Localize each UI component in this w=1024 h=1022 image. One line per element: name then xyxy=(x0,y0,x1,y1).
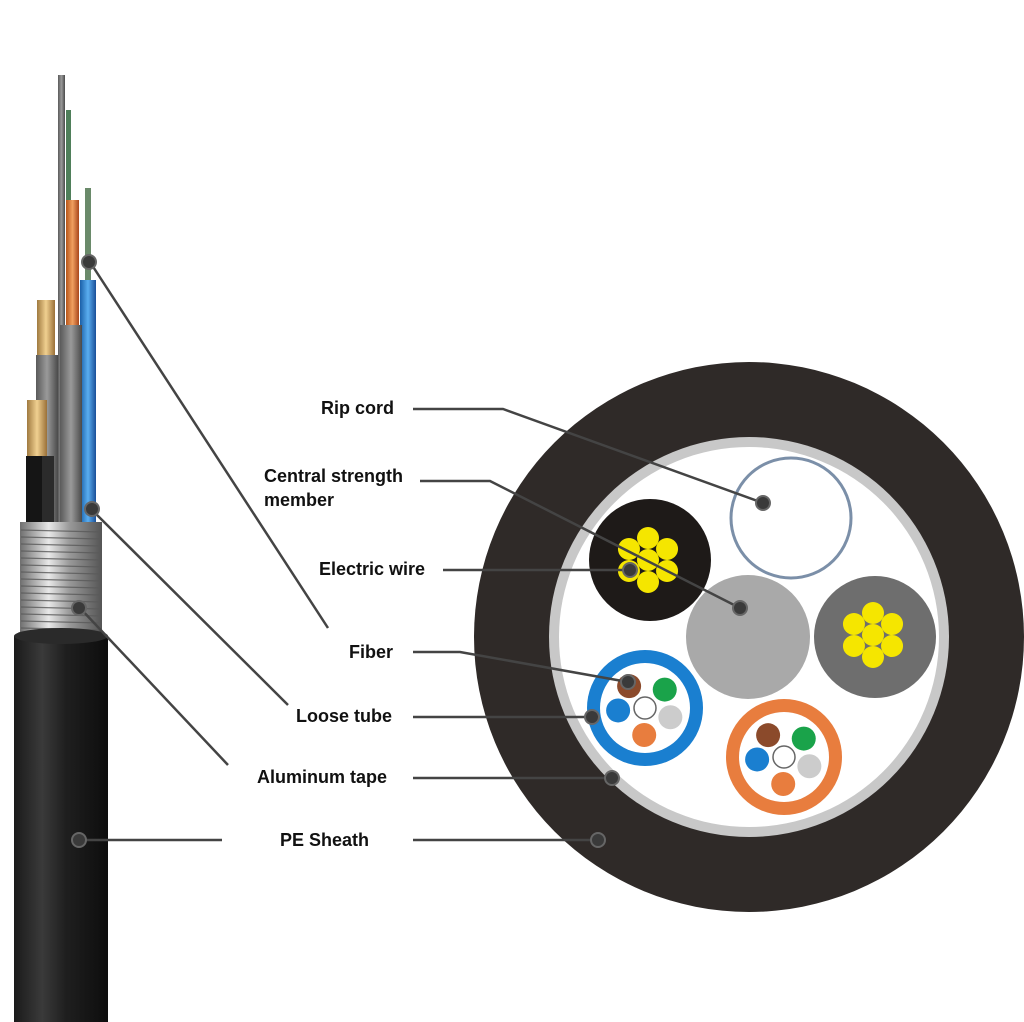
leader-fiber-side xyxy=(88,261,330,629)
cable-side-view xyxy=(14,75,108,1022)
rip-cord xyxy=(729,456,853,580)
fiber-core xyxy=(632,722,657,747)
dot-electric-wire xyxy=(622,562,638,578)
label-rip-cord: Rip cord xyxy=(321,398,395,418)
conductor-strand xyxy=(862,602,884,624)
dot-pe-sheath xyxy=(590,832,606,848)
conductor-strand xyxy=(862,624,884,646)
fiber-core xyxy=(797,754,822,779)
leader-central-strength xyxy=(420,479,741,610)
dot-central-strength xyxy=(732,600,748,616)
fiber-core xyxy=(658,705,683,730)
fiber-core xyxy=(791,726,816,751)
electric-wire-copper-back xyxy=(37,300,55,358)
label-aluminum-tape: Aluminum tape xyxy=(257,767,388,787)
leader-rip-cord xyxy=(413,407,764,505)
conductor-strand xyxy=(637,571,659,593)
label-pe-sheath: PE Sheath xyxy=(280,830,370,850)
label-loose-tube: Loose tube xyxy=(296,706,393,726)
fiber-core-center xyxy=(772,745,796,769)
fiber-core-center xyxy=(633,696,657,720)
label-fiber: Fiber xyxy=(349,642,394,662)
dot-pe-sheath-side xyxy=(71,832,87,848)
pe-sheath-side xyxy=(14,636,108,1022)
fiber-core xyxy=(771,771,796,796)
leader-fiber xyxy=(413,650,629,684)
conductor-strand xyxy=(637,527,659,549)
dot-fiber xyxy=(620,674,636,690)
label-central-strength-line2: member xyxy=(264,490,335,510)
conductor-strand xyxy=(842,635,865,657)
electric-wire-copper-front xyxy=(27,400,47,460)
fiber-core xyxy=(652,677,677,702)
fiber-strand-gray xyxy=(58,75,65,525)
dot-fiber-side xyxy=(81,254,97,270)
conductor-strand xyxy=(842,613,865,635)
dot-aluminum-tape xyxy=(604,770,620,786)
dot-loose-tube-side xyxy=(84,501,100,517)
fiber-core xyxy=(745,747,770,772)
conductor-strand xyxy=(881,635,904,657)
leader-aluminum-tape-side xyxy=(79,607,229,766)
conductor-strand xyxy=(656,538,679,560)
central-strength-member xyxy=(686,575,810,699)
loose-tube-blue-side xyxy=(80,280,96,525)
leader-loose-tube-side xyxy=(91,509,289,706)
fiber-core xyxy=(606,698,631,723)
label-central-strength-line1: Central strength xyxy=(264,466,404,486)
dot-loose-tube xyxy=(584,709,600,725)
conductor-strand xyxy=(862,646,884,668)
dot-aluminum-tape-side xyxy=(71,600,87,616)
label-electric-wire: Electric wire xyxy=(319,559,426,579)
cable-cross-section xyxy=(474,362,1024,912)
fiber-core xyxy=(756,723,781,748)
dot-rip-cord xyxy=(755,495,771,511)
conductor-strand xyxy=(881,613,904,635)
gray-tube-side xyxy=(60,325,82,525)
